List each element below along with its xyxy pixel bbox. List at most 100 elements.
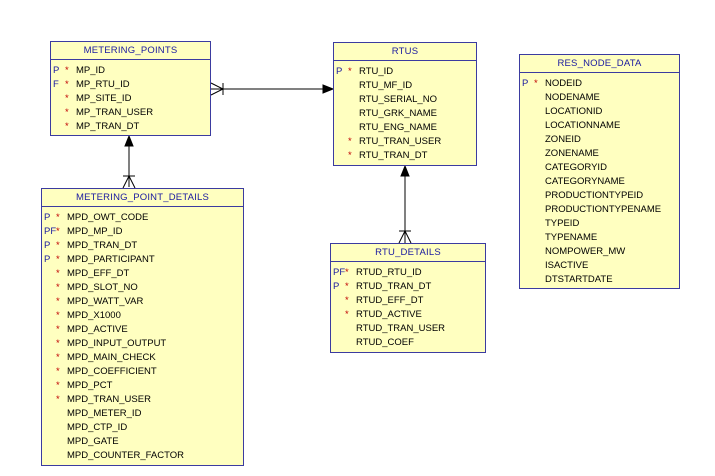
column-name: CATEGORYNAME [545, 176, 625, 187]
column-name: MPD_COEFFICIENT [67, 366, 157, 377]
key-marker: PF [44, 226, 57, 237]
column-name: DTSTARTDATE [545, 274, 613, 285]
required-marker: * [345, 309, 349, 320]
column-name: MP_TRAN_DT [76, 121, 140, 132]
key-marker: P [336, 66, 343, 77]
column-name: MP_SITE_ID [76, 93, 132, 104]
entity-column: MPD_COUNTER_FACTOR [42, 449, 243, 463]
column-name: RTUD_RTU_ID [356, 267, 422, 278]
column-name: RTUD_COEF [356, 337, 414, 348]
entity-column: * RTU_TRAN_DT [334, 149, 476, 163]
entity-column: DTSTARTDATE [520, 273, 679, 287]
key-marker: F [53, 79, 59, 90]
key-marker: PF [333, 267, 346, 278]
required-marker: * [345, 267, 349, 278]
column-name: MPD_EFF_DT [67, 268, 130, 279]
column-name: MPD_WATT_VAR [67, 296, 144, 307]
entity-column: MPD_CTP_ID [42, 421, 243, 435]
entity-column: *MPD_COEFFICIENT [42, 365, 243, 379]
required-marker: * [56, 394, 60, 405]
entity-column: LOCATIONID [520, 105, 679, 119]
entity-title: RES_NODE_DATA [520, 55, 679, 73]
entity-column: CATEGORYID [520, 161, 679, 175]
required-marker: * [56, 212, 60, 223]
entity-column: RTU_ENG_NAME [334, 121, 476, 135]
required-marker: * [56, 338, 60, 349]
required-marker: * [348, 150, 352, 161]
column-name: TYPENAME [545, 232, 598, 243]
entity-title: METERING_POINT_DETAILS [42, 189, 243, 207]
required-marker: * [65, 121, 69, 132]
column-name: RTUD_EFF_DT [356, 295, 424, 306]
column-name: RTU_ID [359, 66, 394, 77]
column-name: MP_ID [76, 65, 106, 76]
column-name: MPD_TRAN_DT [67, 240, 138, 251]
column-name: MPD_OWT_CODE [67, 212, 149, 223]
column-name: RTU_SERIAL_NO [359, 94, 437, 105]
required-marker: * [345, 295, 349, 306]
entity-column: TYPENAME [520, 231, 679, 245]
entity-column: P*MP_ID [51, 64, 210, 78]
key-marker: P [44, 240, 51, 251]
arrowhead-mp-rtus [322, 84, 335, 94]
crowfoot-mpd-mp [122, 174, 136, 189]
required-marker: * [348, 66, 352, 77]
column-name: MPD_GATE [67, 436, 119, 447]
column-name: RTU_MF_ID [359, 80, 413, 91]
column-name: LOCATIONID [545, 106, 603, 117]
entity-column: P*NODEID [520, 77, 679, 91]
column-name: ISACTIVE [545, 260, 589, 271]
column-name: MPD_CTP_ID [67, 422, 128, 433]
entity-column: *MPD_MAIN_CHECK [42, 351, 243, 365]
column-name: NOMPOWER_MW [545, 246, 626, 257]
column-name: PRODUCTIONTYPENAME [545, 204, 662, 215]
entity-column: RTU_GRK_NAME [334, 107, 476, 121]
entity-column: *MPD_TRAN_USER [42, 393, 243, 407]
required-marker: * [56, 324, 60, 335]
entity-column: *MP_TRAN_USER [51, 106, 210, 120]
entity-column: * MPD_ACTIVE [42, 323, 243, 337]
entity-column: NOMPOWER_MW [520, 245, 679, 259]
entity-column: PRODUCTIONTYPENAME [520, 203, 679, 217]
entity-column: F*MP_RTU_ID [51, 78, 210, 92]
required-marker: * [56, 380, 60, 391]
column-name: NODEID [545, 78, 582, 89]
column-name: LOCATIONNAME [545, 120, 621, 131]
column-name: RTUD_TRAN_USER [356, 323, 446, 334]
entity-column: TYPEID [520, 217, 679, 231]
column-name: MPD_MP_ID [67, 226, 123, 237]
entity-column: ZONEID [520, 133, 679, 147]
entity-column: *MPD_INPUT_OUTPUT [42, 337, 243, 351]
entity-column: PRODUCTIONTYPEID [520, 189, 679, 203]
column-name: MPD_MAIN_CHECK [67, 352, 156, 363]
entity-column: RTU_MF_ID [334, 79, 476, 93]
required-marker: * [345, 281, 349, 292]
entity-column: *MPD_SLOT_NO [42, 281, 243, 295]
crowfoot-mp-rtus [210, 82, 225, 96]
column-name: RTU_TRAN_DT [359, 150, 428, 161]
column-name: MPD_ACTIVE [67, 324, 128, 335]
column-name: RTUD_TRAN_DT [356, 281, 432, 292]
required-marker: * [56, 226, 60, 237]
required-marker: * [56, 310, 60, 321]
entity-column: CATEGORYNAME [520, 175, 679, 189]
column-name: NODENAME [545, 92, 600, 103]
required-marker: * [56, 254, 60, 265]
column-name: ZONEID [545, 134, 581, 145]
key-marker: P [44, 254, 51, 265]
column-name: RTUD_ACTIVE [356, 309, 422, 320]
column-name: MPD_PARTICIPANT [67, 254, 155, 265]
entity-column: *MPD_WATT_VAR [42, 295, 243, 309]
entity-column: RTU_SERIAL_NO [334, 93, 476, 107]
entity-column: *MPD_EFF_DT [42, 267, 243, 281]
